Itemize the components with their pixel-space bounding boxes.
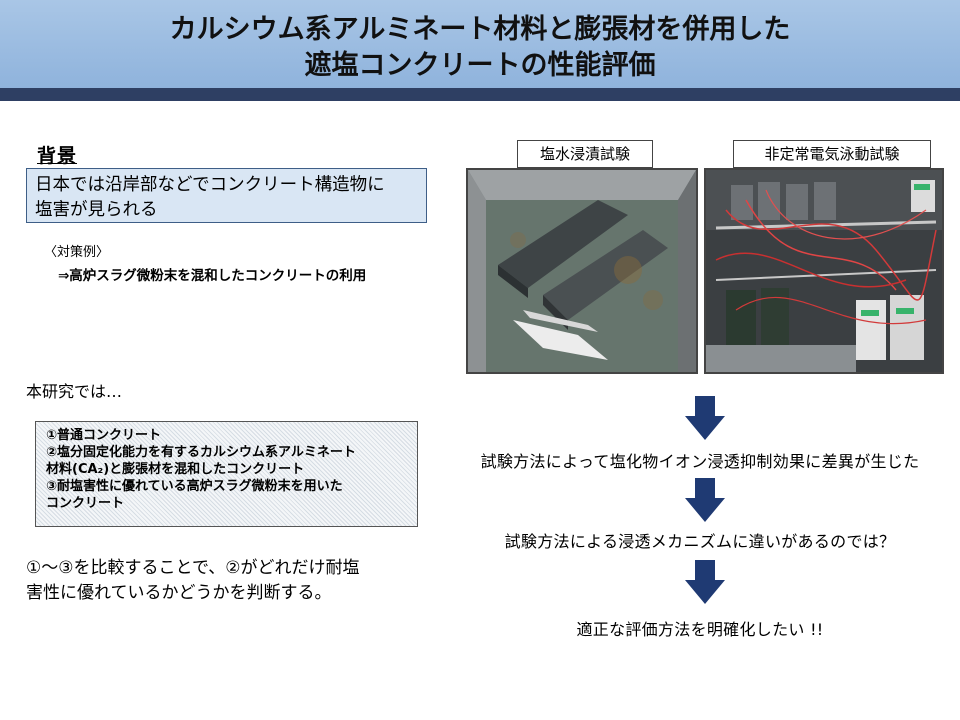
specimen-list-line: ②塩分固定化能力を有するカルシウム系アルミネート (46, 445, 356, 460)
salt-immersion-label: 塩水浸漬試験 (517, 140, 653, 168)
slide-title: カルシウム系アルミネート材料と膨張材を併用した 遮塩コンクリートの性能評価 (0, 12, 960, 84)
specimen-list-box: ①普通コンクリート ②塩分固定化能力を有するカルシウム系アルミネート 材料(CA… (35, 421, 418, 527)
measures-label: 〈対策例〉 (44, 245, 110, 260)
finding-step-1: 試験方法によって塩化物イオン浸透抑制効果に差異が生じた (480, 452, 920, 471)
title-underline-bar (0, 88, 960, 101)
specimen-list-line: ③耐塩害性に優れている高炉スラグ微粉末を用いた (46, 479, 343, 494)
specimen-list-line: コンクリート (46, 496, 125, 511)
down-arrow-icon (685, 478, 725, 522)
finding-step-2: 試験方法による浸透メカニズムに違いがあるのでは？ (504, 532, 896, 551)
salt-immersion-photo (466, 168, 698, 374)
measures-item: ⇒高炉スラグ微粉末を混和したコンクリートの利用 (58, 268, 367, 284)
electrophoresis-label: 非定常電気泳動試験 (733, 140, 931, 168)
title-line-1: カルシウム系アルミネート材料と膨張材を併用した (169, 14, 791, 45)
electrophoresis-photo (704, 168, 944, 374)
background-box: 日本では沿岸部などでコンクリート構造物に 塩害が見られる (26, 168, 427, 223)
comparison-statement: ①～③を比較することで、②がどれだけ耐塩 害性に優れているかどうかを判断する。 (26, 556, 426, 606)
title-line-2: 遮塩コンクリートの性能評価 (304, 50, 656, 81)
comparison-line-2: 害性に優れているかどうかを判断する。 (26, 583, 332, 603)
title-banner (0, 0, 960, 88)
down-arrow-icon (685, 396, 725, 440)
specimen-list-line: 材料(CA₂)と膨張材を混和したコンクリート (46, 462, 305, 477)
study-intro: 本研究では… (26, 382, 123, 401)
background-heading: 背景 (37, 145, 78, 167)
background-box-line-1: 日本では沿岸部などでコンクリート構造物に (35, 175, 385, 195)
background-box-line-2: 塩害が見られる (35, 200, 158, 220)
comparison-line-1: ①～③を比較することで、②がどれだけ耐塩 (26, 558, 360, 578)
specimen-list-line: ①普通コンクリート (46, 428, 162, 443)
down-arrow-icon (685, 560, 725, 604)
finding-step-3: 適正な評価方法を明確化したい !! (576, 620, 824, 639)
